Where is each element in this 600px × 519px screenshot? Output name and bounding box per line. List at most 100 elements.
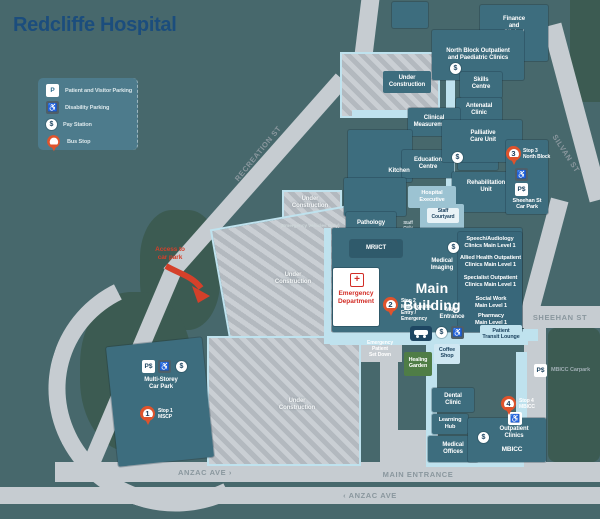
pay-station-icon: $ (176, 361, 187, 372)
label-under-construction-mid: Under Construction (291, 196, 329, 210)
label-mbicc: MBICC (501, 446, 523, 453)
label-main-building: Main Building (403, 280, 461, 313)
street-anzac-south: ‹ ANZAC AVE (343, 491, 397, 500)
label-kitchen: Kitchen (388, 168, 410, 174)
building-antenatal-clinic (456, 98, 502, 122)
walkway (516, 352, 527, 462)
label-emergency-set-down: Emergency Patient Set Down (366, 340, 394, 358)
staff-courtyard (427, 208, 459, 223)
paid-parking-icon: P$ (515, 183, 528, 196)
bus-stop-pin-1: 1 (140, 406, 155, 425)
legend-label: Bus Stop (67, 138, 91, 145)
label-stop-3: Stop 3 North Block (523, 148, 551, 160)
building-north-block (432, 30, 524, 80)
pay-station-icon: $ (46, 119, 57, 130)
building-services-block (344, 178, 406, 216)
label-under-construction-north: Under Construction (383, 71, 431, 94)
building-learning-hub (432, 414, 468, 434)
patient-transit-lounge (480, 325, 522, 345)
green-space (548, 328, 600, 462)
label-under-construction-west-lower: Under Construction (278, 398, 316, 412)
bus-stop-icon (47, 135, 60, 152)
label-patient-transit-lounge: Patient Transit Lounge (482, 328, 520, 341)
legend-label: Disability Parking (65, 104, 110, 111)
legend-label: Patient and Visitor Parking (65, 87, 133, 94)
label-hospital-executive: Hospital Executive (419, 190, 445, 203)
label-staff-courtyard: Staff Courtyard (431, 208, 455, 220)
pay-station-icon: $ (448, 242, 459, 253)
label-pharmacy: Pharmacy Main Level 1 (474, 313, 508, 326)
street-main-entrance: MAIN ENTRANCE (382, 470, 454, 479)
medical-cross-icon: + (350, 273, 364, 287)
building-multi-storey-car-park (105, 337, 215, 467)
label-mbicc-carpark: MBICC Carpark (551, 367, 591, 373)
road-anzac-ave (0, 487, 600, 504)
label-outpatient-clinics: Outpatient Clinics (499, 426, 529, 440)
label-under-construction-west-upper: Under Construction (274, 272, 312, 286)
pay-station-icon: $ (478, 432, 489, 443)
access-arrow-icon (164, 263, 210, 303)
label-medical-offices: Medical Offices (442, 442, 464, 456)
pickup-dropoff-icon (410, 326, 432, 341)
legend-row-bus-stop: Bus Stop (46, 133, 137, 152)
bus-stop-pin-4: 4 (501, 396, 516, 415)
label-social-work: Social Work Main Level 1 (474, 296, 508, 309)
label-main-entrance: Main Entrance (439, 307, 465, 321)
coffee-shop (434, 344, 460, 364)
emergency-department-block: + Emergency Department (333, 268, 379, 326)
label-mri-ct: MRI/CT (365, 245, 387, 251)
label-mscp: Multi-Storey Car Park (144, 377, 178, 391)
label-clinical-measurements: Clinical Measurements (413, 115, 455, 129)
paid-parking-icon: P$ (142, 360, 155, 373)
disability-parking-icon: ♿ (451, 326, 464, 339)
label-skills-centre: Skills Centre (471, 77, 491, 91)
disability-parking-icon: ♿ (508, 412, 522, 425)
walkway (352, 110, 448, 118)
building-top-center (392, 2, 428, 28)
walkway (426, 345, 437, 462)
disability-parking-icon: ♿ (158, 360, 171, 373)
label-stop-1: Stop 1 MSCP (158, 408, 173, 420)
building-dental-clinic (432, 388, 474, 412)
label-dental-clinic: Dental Clinic (444, 393, 462, 407)
building-hospital-executive (408, 186, 456, 208)
label-medical-imaging: Medical Imaging (430, 258, 454, 272)
healing-garden (404, 352, 432, 376)
legend-row-patient-parking: P Patient and Visitor Parking (46, 82, 137, 99)
label-healing-garden: Healing Garden (408, 357, 428, 370)
label-north-block: North Block Outpatient and Paediatric Cl… (446, 48, 510, 62)
label-access-car-park: Access to car park (155, 246, 185, 261)
street-sheehan: SHEEHAN ST (532, 313, 588, 322)
label-rehabilitation-unit: Rehabilitation Unit (466, 180, 506, 194)
page-title: Redcliffe Hospital (13, 14, 177, 36)
road-silvan-sheehan-link (521, 197, 569, 313)
label-learning-hub: Learning Hub (438, 417, 462, 430)
bus-stop-pin-2: 2 (383, 297, 398, 316)
disability-parking-icon: ♿ (46, 101, 59, 114)
paid-parking-icon: P$ (534, 364, 547, 377)
pay-station-icon: $ (452, 152, 463, 163)
label-allied-health: Allied Health Outpatient Clinics Main Le… (460, 255, 521, 268)
pay-station-icon: $ (450, 63, 461, 74)
label-emergency-vehicles-only: (Emergency Vehicles Only) (280, 224, 340, 229)
road-anzac-ave-service (55, 462, 600, 482)
road-entry-driveway (380, 346, 398, 464)
label-stop-2: Stop 2 Main Hospital Entry / Emergency (401, 298, 433, 322)
construction-area-west-lower (207, 336, 361, 466)
label-specialist-outpatient: Specialist Outpatient Clinics Main Level… (463, 275, 518, 288)
label-coffee-shop: Coffee Shop (438, 347, 456, 360)
label-education-centre: Education Centre (413, 157, 443, 171)
label-speech-audiology: Speech/Audiology Clinics Main Level 1 (464, 236, 516, 249)
bus-stop-pin-3: 3 (506, 146, 521, 165)
label-pathology: Pathology (356, 220, 386, 226)
label-stop-4: Stop 4 MBICC (519, 398, 535, 410)
disability-parking-icon: ♿ (515, 168, 528, 181)
street-anzac-west: ANZAC AVE › (177, 468, 233, 477)
legend-row-pay-station: $ Pay Station (46, 116, 137, 133)
legend-row-disability-parking: ♿ Disability Parking (46, 99, 137, 116)
label-staff-only: Staff Only (403, 220, 413, 230)
label-emergency-department: Emergency Department (337, 290, 375, 305)
pay-station-icon: $ (436, 327, 447, 338)
walkway (324, 228, 331, 344)
